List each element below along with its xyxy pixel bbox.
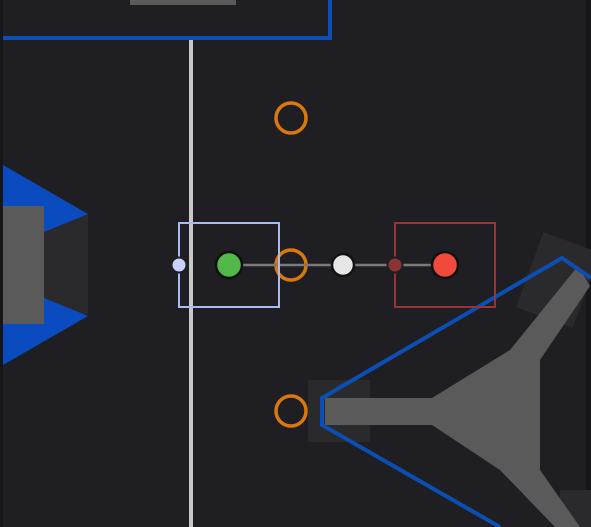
end-waypoint-node[interactable] <box>430 250 460 280</box>
blue-speaker-structure <box>3 165 88 365</box>
game-piece-ring[interactable] <box>274 394 308 428</box>
blue-alliance-zone-top <box>3 0 332 40</box>
field-left-edge <box>0 0 3 527</box>
game-piece-ring[interactable] <box>274 101 308 135</box>
blue-stage-structure <box>308 232 591 527</box>
top-structure <box>130 0 236 5</box>
start-heading-handle[interactable] <box>170 256 188 274</box>
end-heading-handle[interactable] <box>386 256 404 274</box>
control-waypoint-node[interactable] <box>330 252 356 278</box>
start-waypoint-node[interactable] <box>214 250 244 280</box>
center-line <box>189 40 193 527</box>
